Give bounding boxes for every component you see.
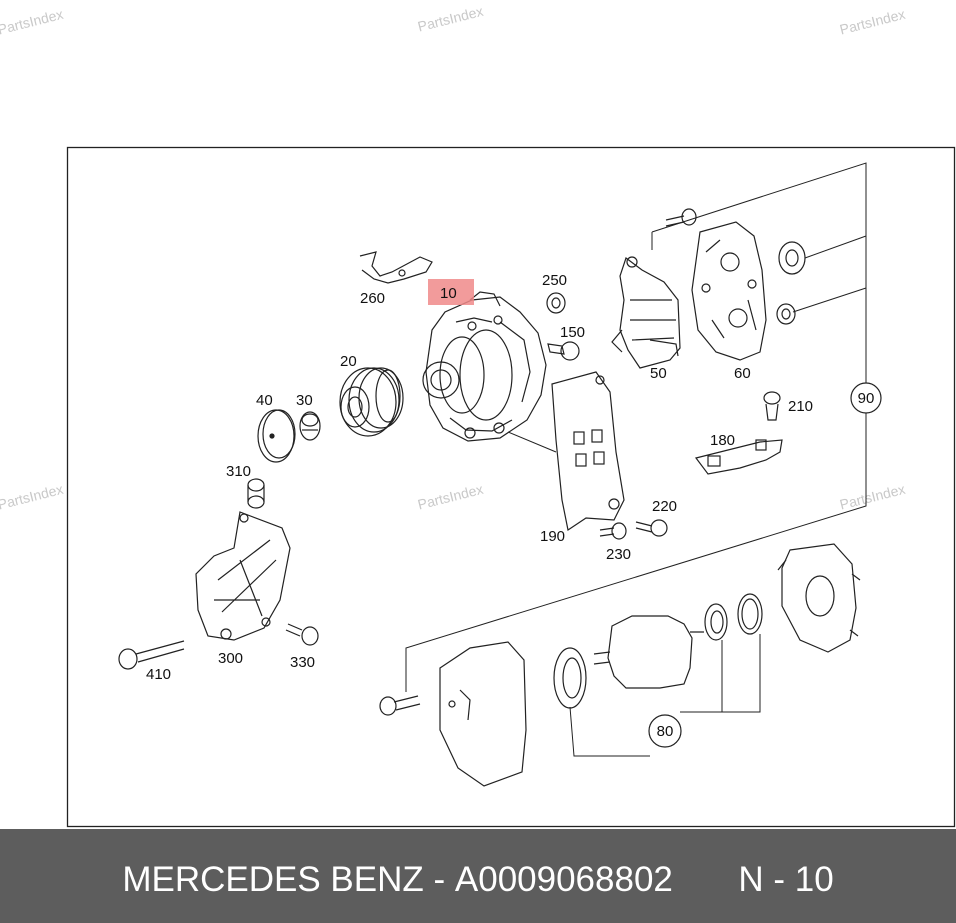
bolt-220-part[interactable]: [635, 519, 668, 537]
svg-text:410: 410: [146, 666, 171, 683]
bolt-top-part[interactable]: [665, 208, 697, 227]
bolt-330-part[interactable]: [285, 623, 319, 646]
brand-name: MERCEDES BENZ: [122, 860, 424, 899]
bearing-large-part[interactable]: [553, 647, 587, 709]
end-cover-60-part[interactable]: [691, 221, 767, 361]
rotor-part[interactable]: [593, 615, 704, 689]
svg-text:60: 60: [734, 365, 751, 382]
svg-text:220: 220: [652, 498, 677, 515]
bracket-260-part[interactable]: [359, 251, 433, 284]
svg-text:150: 150: [560, 324, 585, 341]
callout-410: 410: [146, 666, 171, 683]
svg-text:10: 10: [440, 285, 457, 302]
svg-text:20: 20: [340, 353, 357, 370]
callout-190: 190: [540, 528, 565, 545]
bolt-210-part[interactable]: [763, 391, 781, 421]
highlight-box: [428, 279, 474, 305]
callout-260: 260: [360, 290, 385, 307]
svg-text:250: 250: [542, 272, 567, 289]
svg-text:260: 260: [360, 290, 385, 307]
bolt-150-part[interactable]: [547, 341, 580, 361]
callout-210: 210: [788, 398, 813, 415]
callout-300: 300: [218, 650, 243, 667]
svg-text:80: 80: [657, 723, 674, 740]
cap-nut-part[interactable]: [299, 411, 321, 441]
position-number: N - 10: [738, 860, 834, 899]
part-number: A0009068802: [454, 860, 673, 899]
pulley-part[interactable]: [339, 367, 404, 437]
callout-40: 40: [256, 392, 273, 409]
alternator-part[interactable]: [422, 291, 547, 442]
leader-lines: [405, 162, 867, 757]
svg-text:300: 300: [218, 650, 243, 667]
svg-text:330: 330: [290, 654, 315, 671]
callout-50: 50: [650, 365, 667, 382]
callout-250: 250: [542, 272, 567, 289]
svg-text:210: 210: [788, 398, 813, 415]
nut-250-part[interactable]: [546, 292, 566, 314]
callout-310: 310: [226, 463, 251, 480]
svg-text:180: 180: [710, 432, 735, 449]
svg-text:90: 90: [858, 390, 875, 407]
bolt-410-part[interactable]: [118, 640, 185, 670]
callout-60: 60: [734, 365, 751, 382]
footer-caption: MERCEDES BENZ - A0009068802 N - 10: [0, 860, 956, 900]
housing-part[interactable]: [439, 641, 527, 787]
exploded-parts-diagram: 10 20 30 40 50 60 150 180 190 210 220 23…: [66, 146, 956, 828]
regulator-50-part[interactable]: [611, 256, 681, 369]
diagram-frame: [66, 146, 956, 828]
drive-end-shield-part[interactable]: [777, 543, 861, 653]
svg-text:190: 190: [540, 528, 565, 545]
callout-90: 90: [850, 382, 882, 414]
callout-30: 30: [296, 392, 313, 409]
svg-text:310: 310: [226, 463, 251, 480]
callout-330: 330: [290, 654, 315, 671]
bracket-300-part[interactable]: [195, 511, 291, 641]
svg-text:30: 30: [296, 392, 313, 409]
bracket-190-part[interactable]: [551, 371, 625, 531]
callout-10: 10: [440, 285, 457, 302]
cover-cap-part[interactable]: [257, 409, 296, 463]
ring-part[interactable]: [737, 593, 763, 635]
bolt-230-part[interactable]: [599, 522, 627, 540]
nut-small-part[interactable]: [776, 303, 796, 325]
bearing-small-part[interactable]: [704, 603, 728, 641]
footer-bar: MERCEDES BENZ - A0009068802 N - 10: [0, 829, 956, 923]
terminal-180-part[interactable]: [694, 439, 783, 475]
bolt-lower-part[interactable]: [379, 695, 421, 716]
callout-220: 220: [652, 498, 677, 515]
callout-20: 20: [340, 353, 357, 370]
svg-text:40: 40: [256, 392, 273, 409]
nut-large-part[interactable]: [778, 241, 806, 275]
svg-text:50: 50: [650, 365, 667, 382]
callout-80: 80: [648, 714, 682, 748]
svg-text:230: 230: [606, 546, 631, 563]
callout-180: 180: [710, 432, 735, 449]
callout-150: 150: [560, 324, 585, 341]
sleeve-310-part[interactable]: [247, 478, 265, 509]
footer-separator: -: [433, 860, 446, 899]
callout-230: 230: [606, 546, 631, 563]
